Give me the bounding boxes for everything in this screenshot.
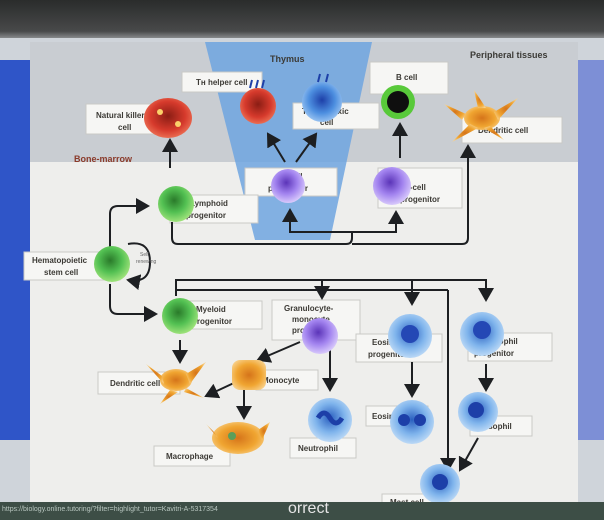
connector-arrows: [109, 122, 494, 472]
arrow-self-renewing: [126, 242, 152, 291]
b-cell-box: [369, 61, 449, 95]
baso-prog-label-2: progenitor: [474, 349, 514, 358]
arrow-myeloid-to-baso-prog: [175, 279, 494, 302]
th-helper-box: [181, 71, 263, 93]
myeloid-label-2: progenitor: [192, 317, 232, 326]
b-cell-label: B cell: [396, 73, 417, 82]
dendritic-bottom-label: Dendritic cell: [110, 379, 160, 388]
macrophage-label: Macrophage: [166, 452, 214, 461]
dendritic-top-label: Dendritic cell: [478, 126, 528, 135]
th-helper-label: Tʜ helper cell: [196, 78, 248, 87]
nk-granule: [175, 121, 181, 127]
nk-granule: [157, 109, 163, 115]
macrophage-inclusion: [228, 432, 236, 440]
hematopoietic-stem-cell: [94, 246, 130, 282]
right-screen-band: [578, 60, 604, 440]
tc-cytotoxic-cell: [302, 82, 342, 122]
mast-cell-nucleus: [432, 474, 448, 490]
arrow-hsc-to-myeloid: [109, 284, 158, 322]
tc-receptor: [317, 73, 329, 83]
bone-marrow-title: Bone-marrow: [74, 154, 133, 164]
myeloid-progenitor: [162, 298, 198, 334]
macrophage-cell: [206, 422, 270, 454]
footer-correct-text: orrect: [288, 500, 329, 517]
b-progenitor-label-1: B-cell: [404, 183, 426, 192]
tc-cytotoxic-label-2: cell: [320, 118, 333, 127]
self-renewing-label-1: Self: [140, 252, 149, 258]
natural-killer-cell: [144, 98, 192, 138]
self-renewing-label-2: renewing: [136, 259, 157, 265]
thymus-title: Thymus: [270, 54, 305, 64]
arrow-gm-to-monocyte: [256, 341, 301, 363]
natural-killer-label-1: Natural killer: [96, 111, 144, 120]
b-progenitor-label-2: progenitor: [400, 195, 440, 204]
t-cell-progenitor: [271, 169, 305, 203]
gm-label-2: monocyte: [292, 315, 330, 324]
basophil-label: Basophil: [478, 422, 512, 431]
b-cell-nucleus: [387, 91, 409, 113]
b-cell-progenitor: [373, 167, 411, 205]
macrophage-box: [153, 445, 231, 467]
myeloid-label-1: Myeloid: [196, 305, 226, 314]
lymphoid-label-2: progenitor: [186, 211, 226, 220]
hsc-label-2: stem cell: [44, 268, 78, 277]
eosinophil-lobe: [414, 414, 426, 426]
bottom-status-bar: [0, 502, 604, 520]
left-screen-band: [0, 60, 30, 440]
monocyte-label: Monocyte: [262, 376, 300, 385]
arrow-hsc-to-lymphoid: [109, 198, 150, 248]
gm-label-1: Granulocyte-: [284, 304, 334, 313]
peripheral-tissues-title: Peripheral tissues: [470, 50, 548, 60]
lymphoid-label-1: Lymphoid: [190, 199, 228, 208]
footer-url[interactable]: https://biology.online.tutoring/?filter=…: [2, 506, 218, 513]
dendritic-cell-bottom: [146, 362, 206, 404]
dendritic-cell-top: [444, 90, 518, 142]
eos-prog-nucleus: [401, 325, 419, 343]
arrow-lymphoid-to-tprog: [171, 208, 353, 245]
th-receptor: [249, 79, 265, 89]
gm-progenitor: [302, 318, 338, 354]
neutrophil-label: Neutrophil: [298, 444, 338, 453]
eosinophil-cell: [390, 400, 434, 444]
eosinophil-lobe: [398, 414, 410, 426]
arrow-tprog-to-tc: [295, 132, 318, 163]
arrow-tprog-to-th: [266, 132, 286, 163]
hsc-label-1: Hematopoietic: [32, 256, 88, 265]
basophil-nucleus: [468, 402, 484, 418]
arrow-lymphoid-to-bprog: [352, 210, 404, 233]
natural-killer-label-2: cell: [118, 123, 131, 132]
arrow-basophil-to-mast: [458, 437, 479, 472]
arrow-monocyte-to-dendritic: [204, 381, 237, 399]
neutrophil-nucleus: [315, 410, 345, 426]
th-helper-cell: [240, 88, 276, 124]
eos-prog-label-2: progenitor: [368, 350, 408, 359]
arrow-lymphoid-to-dendritic: [352, 144, 476, 245]
monocyte-cell: [232, 360, 266, 390]
lymphoid-progenitor: [158, 186, 194, 222]
baso-prog-nucleus: [473, 321, 491, 339]
